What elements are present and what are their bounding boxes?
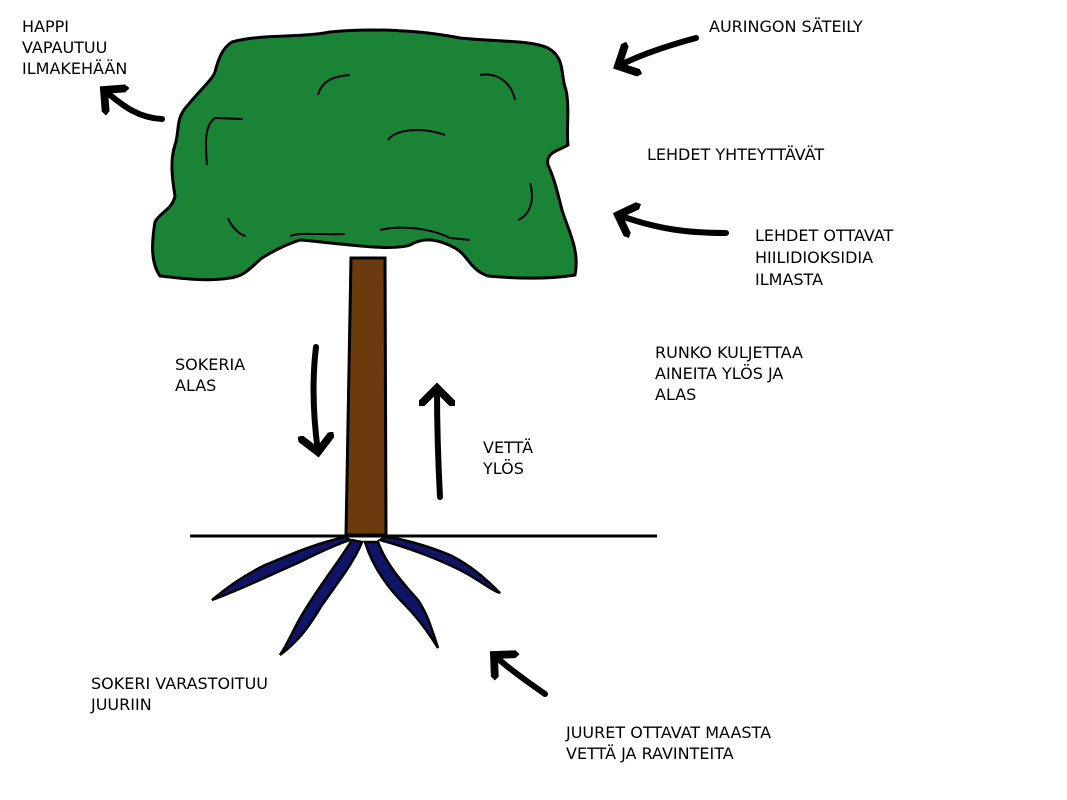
arrows (104, 35, 729, 697)
leaf-texture (205, 73, 533, 241)
oxygen-arrow-icon (104, 90, 165, 122)
co2-arrow-icon (618, 215, 729, 233)
tree-canopy (151, 28, 578, 282)
roots-absorb-arrow-icon (494, 655, 548, 697)
sugar-down-arrow-icon (314, 344, 318, 452)
sunlight-arrow-icon (618, 35, 699, 66)
label-sunlight: AURINGON SÄTEILY (709, 17, 863, 36)
water-up-arrow-icon (437, 388, 440, 500)
label-photosynthesis: LEHDET YHTEYTTÄVÄT (647, 145, 825, 164)
tree-trunk (344, 256, 388, 537)
tree-roots (211, 535, 501, 656)
